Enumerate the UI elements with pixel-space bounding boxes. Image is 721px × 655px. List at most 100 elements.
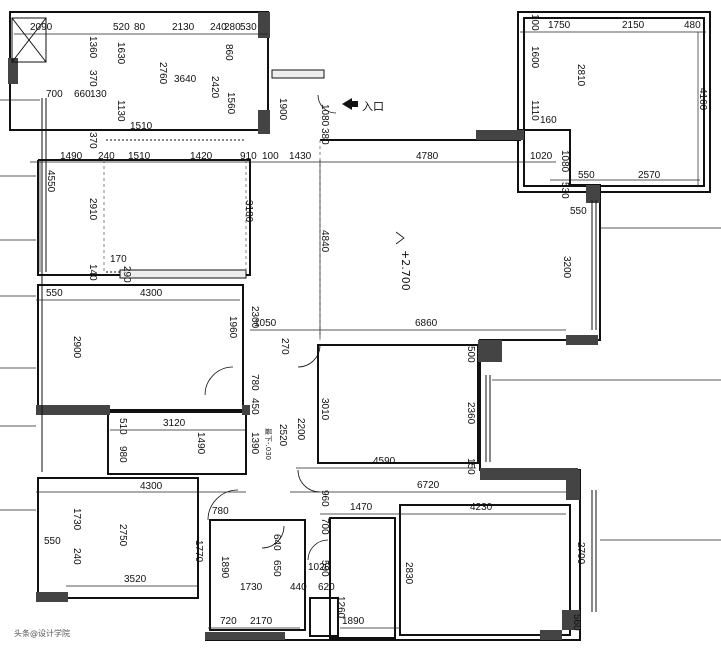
- dim-label: 980: [117, 446, 128, 463]
- dim-label: 1490: [60, 151, 83, 162]
- dim-label: 6860: [415, 318, 438, 329]
- dim-label: 1730: [240, 582, 263, 593]
- dim-label: 1110: [529, 100, 540, 121]
- dim-label: 1050: [254, 318, 277, 329]
- dim-label: 2750: [117, 524, 128, 547]
- dim-label: 240: [210, 22, 227, 33]
- windows: [11, 17, 597, 612]
- level-mark-icon: [395, 231, 405, 245]
- dim-label: 290: [121, 266, 132, 283]
- wall-bedroom-lower-right: [399, 504, 571, 636]
- dim-label: 4780: [416, 151, 439, 162]
- dim-label: 1080: [319, 104, 330, 127]
- dim-label: 270: [279, 338, 290, 355]
- dim-label: 1730: [71, 508, 82, 531]
- dim-label: 620: [318, 582, 335, 593]
- wall-box: [309, 597, 339, 637]
- dim-label: 2810: [575, 64, 586, 87]
- dim-label: 1600: [529, 46, 540, 69]
- structural-columns: [8, 12, 600, 640]
- dim-label: 1900: [277, 98, 288, 121]
- dim-label: 530: [559, 182, 570, 199]
- dim-label: 2090: [30, 22, 53, 33]
- dim-label: 2150: [622, 20, 645, 31]
- dim-label: 4230: [470, 502, 493, 513]
- dim-label: 130: [90, 89, 107, 100]
- dim-label: 1390: [249, 432, 260, 455]
- dim-label: 150: [465, 458, 476, 475]
- dim-label: 4160: [697, 88, 708, 111]
- dim-label: 860: [223, 44, 234, 61]
- wall-bath: [107, 411, 247, 475]
- dim-label: 1490: [195, 432, 206, 455]
- dim-label: 480: [684, 20, 701, 31]
- dim-label: 2830: [403, 562, 414, 585]
- dimension-lines: [14, 31, 706, 629]
- dim-label: 1080: [559, 150, 570, 173]
- doors: [204, 94, 337, 561]
- entrance-arrow-icon: [342, 98, 358, 110]
- dim-label: 780: [212, 506, 229, 517]
- dim-label: 500: [465, 346, 476, 363]
- dim-label: 1020: [308, 562, 331, 573]
- leader-lines: [0, 99, 721, 541]
- dim-label: 2200: [295, 418, 306, 441]
- level-mark: +2.700: [399, 250, 412, 291]
- dim-label: 1430: [289, 151, 312, 162]
- dim-label: 2520: [277, 424, 288, 447]
- dim-label: 100: [529, 14, 540, 31]
- dim-label: 1020: [530, 151, 553, 162]
- dim-label: 4840: [319, 230, 330, 253]
- guide-lines: [103, 140, 321, 340]
- dim-label: 2300: [249, 306, 260, 329]
- dim-label: 720: [220, 616, 237, 627]
- watermark: 头条@设计学院: [14, 628, 70, 638]
- dim-label: 3010: [319, 398, 330, 421]
- walls: [9, 11, 711, 641]
- dim-label: 380: [319, 128, 330, 145]
- dim-label: 280: [224, 22, 241, 33]
- dim-label: 4300: [140, 481, 163, 492]
- dim-label: 2700: [575, 542, 586, 565]
- dim-label: 700: [319, 518, 330, 535]
- dim-label: 2570: [638, 170, 661, 181]
- dim-label: 2910: [87, 198, 98, 221]
- dim-label: 240: [98, 151, 115, 162]
- dim-label: 650: [271, 560, 282, 577]
- dim-label: 240: [71, 548, 82, 565]
- dim-label: 1130: [115, 100, 126, 122]
- dim-label: 3180: [243, 200, 254, 223]
- dimensions-horizontal: 2090 520 80 2130 240 280 530 3640 700 66…: [30, 20, 701, 627]
- dim-label: 450: [249, 398, 260, 415]
- dim-label: 100: [262, 151, 279, 162]
- dim-label: 700: [46, 89, 63, 100]
- dim-label: 1260: [335, 596, 346, 619]
- dim-label: 550: [46, 288, 63, 299]
- wall-bedroom-mid: [317, 344, 479, 464]
- dim-label: 6720: [417, 480, 440, 491]
- dim-label: 1750: [548, 20, 571, 31]
- dim-label: 160: [540, 115, 557, 126]
- dim-label: 3120: [163, 418, 186, 429]
- dim-label: 3520: [124, 574, 147, 585]
- dim-label: 3200: [561, 256, 572, 279]
- wall-bedroom-left: [37, 284, 244, 411]
- dim-label: 660: [74, 89, 91, 100]
- dim-label: 1510: [128, 151, 151, 162]
- wall-bay-window: [517, 11, 711, 193]
- dim-label: 1770: [193, 540, 204, 563]
- dim-label: 550: [570, 206, 587, 217]
- small-level: 最下-.030: [264, 428, 272, 460]
- dim-label: 1630: [115, 42, 126, 65]
- wall-bay-window-inner: [523, 17, 705, 187]
- dim-label: 1960: [227, 316, 238, 339]
- wall-living-right: [205, 129, 601, 641]
- dim-label: 960: [319, 490, 330, 507]
- dimensions-vertical: 1360 1630 2760 860 2420 1560 1130 370 37…: [45, 14, 708, 631]
- dim-label: 640: [271, 534, 282, 551]
- dim-label: 2130: [172, 22, 195, 33]
- dim-label: 1360: [87, 36, 98, 59]
- dim-label: 140: [87, 264, 98, 281]
- dim-label: 2420: [209, 76, 220, 99]
- dim-label: 1470: [350, 502, 373, 513]
